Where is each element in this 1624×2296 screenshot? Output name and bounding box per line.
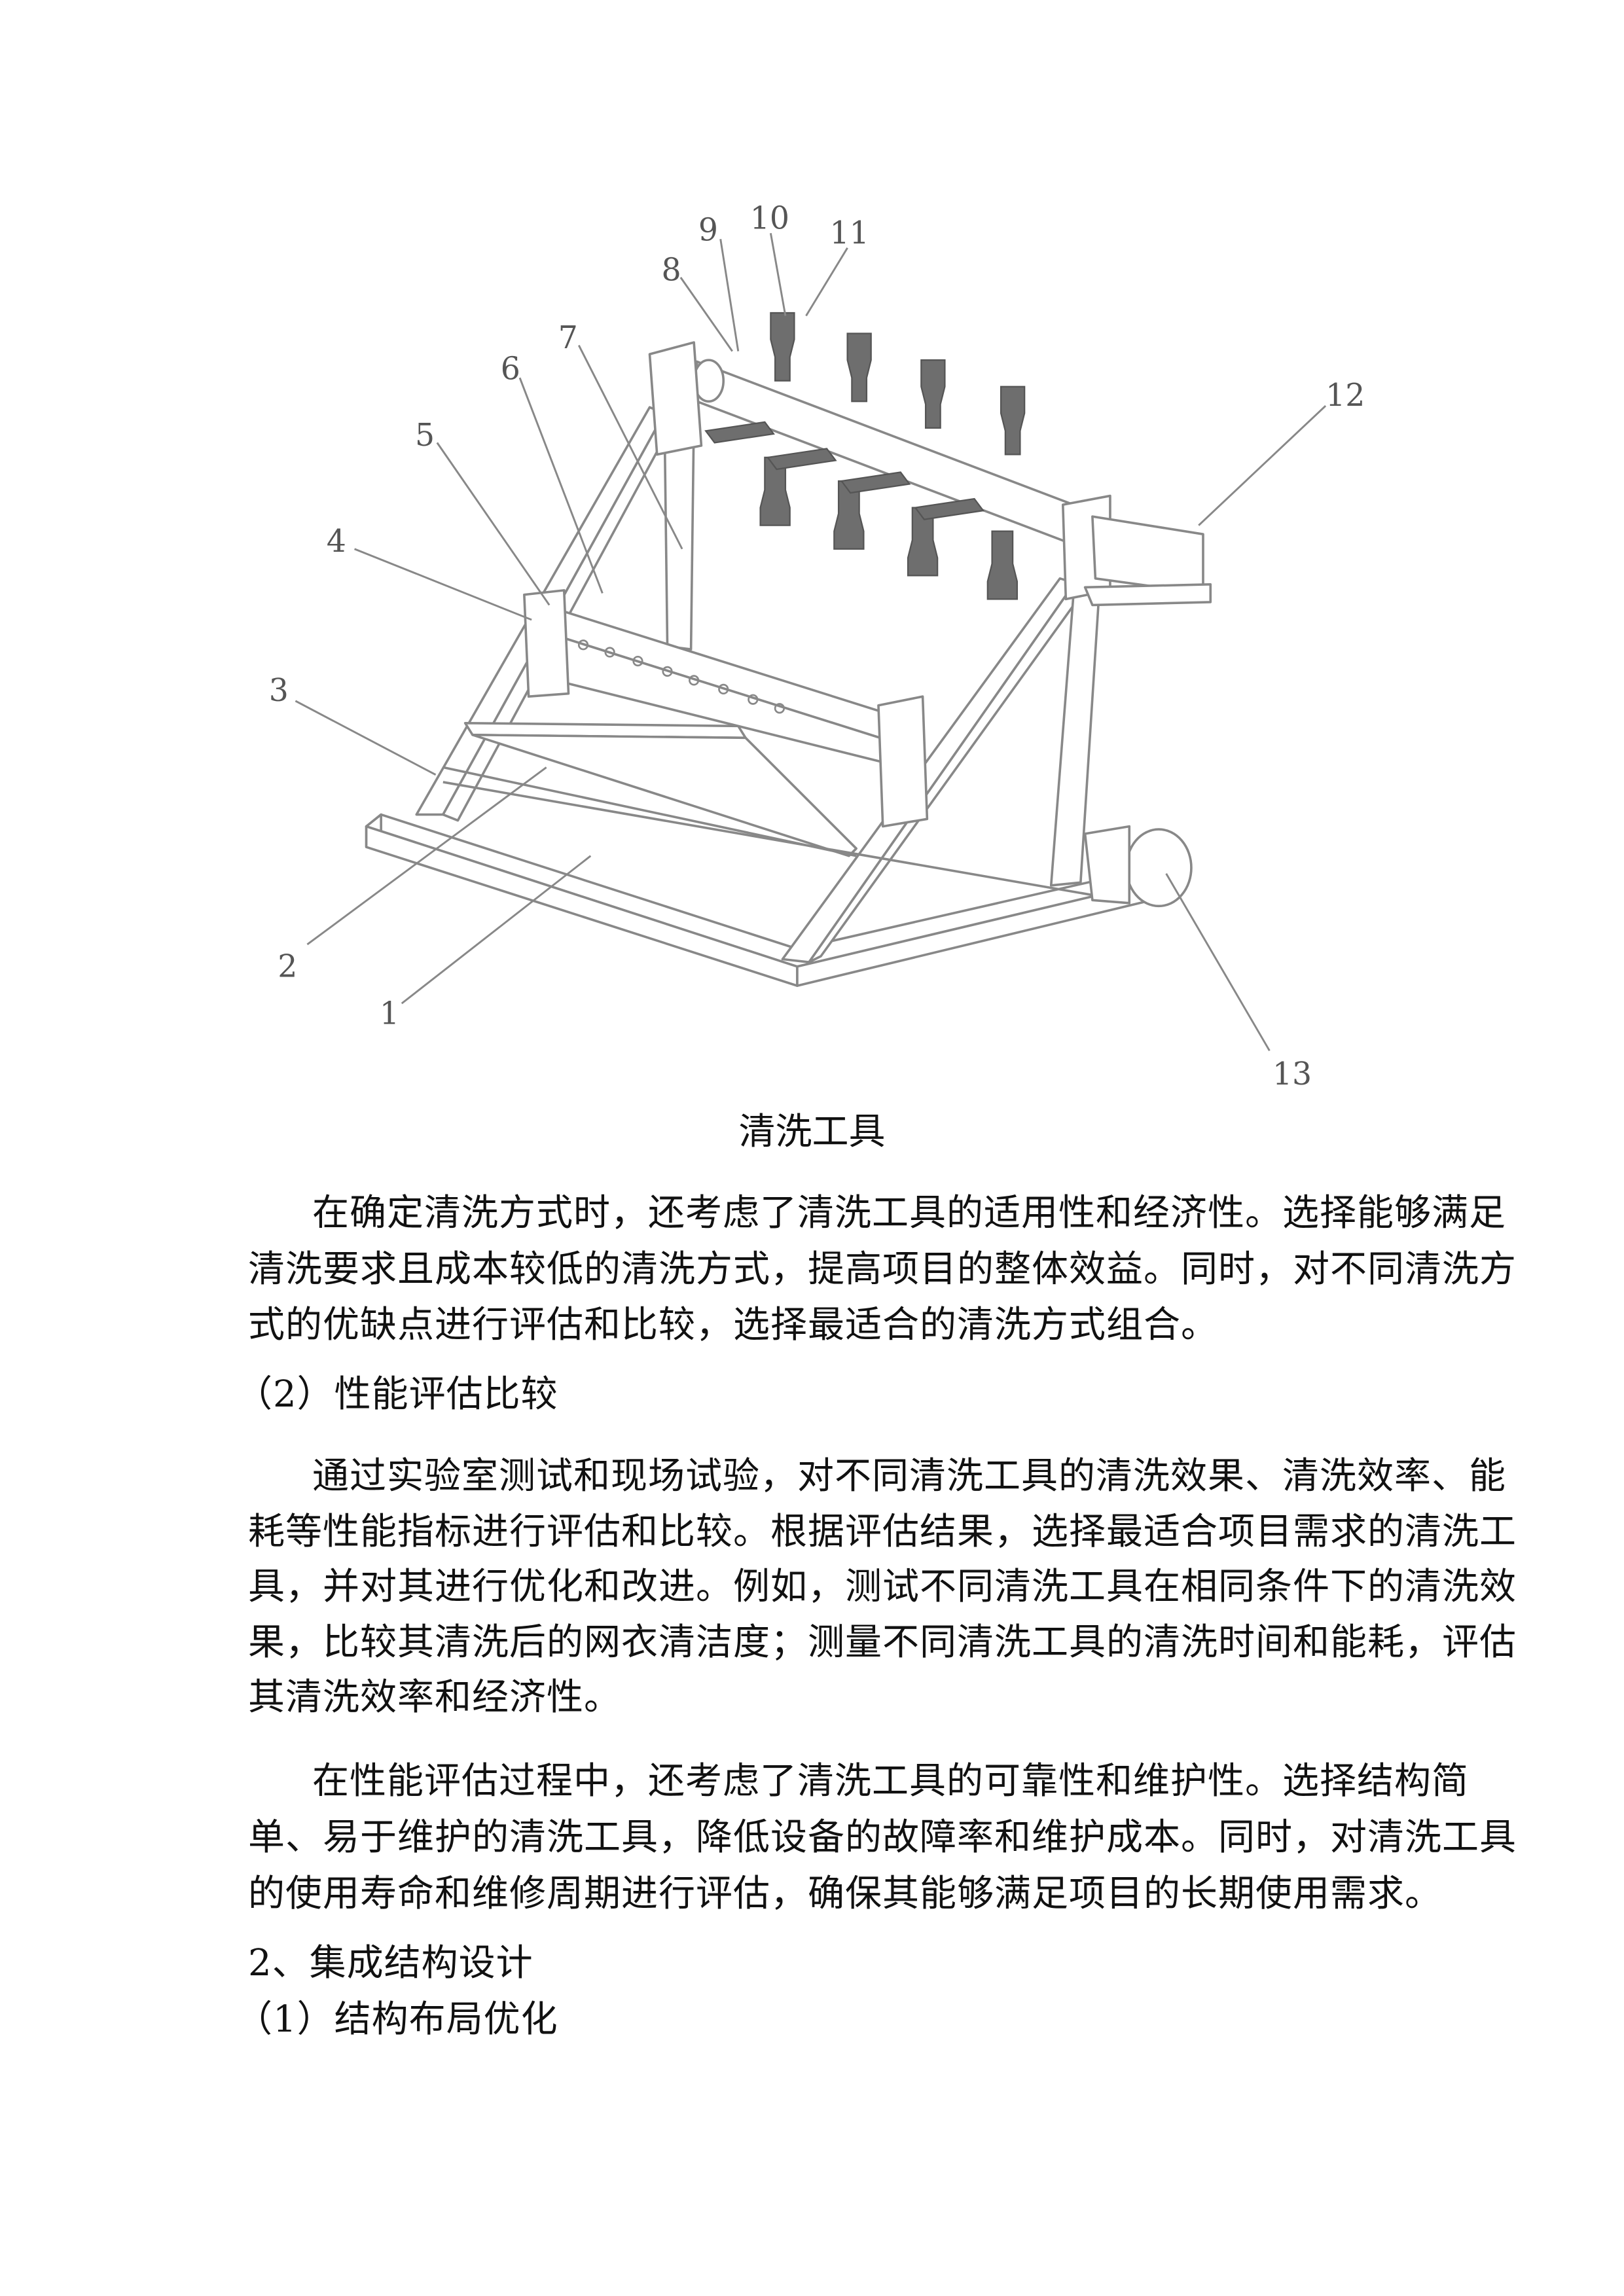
callout-13: 13 <box>1272 1056 1312 1092</box>
callout-7: 7 <box>558 320 578 356</box>
callout-6: 6 <box>501 351 520 387</box>
paragraph-3-line-2: 单、易于维护的清洗工具，降低设备的故障率和维护成本。同时，对清洗工具 <box>248 1816 1517 1859</box>
callout-9: 9 <box>698 213 718 249</box>
heading-performance-evaluation: （2）性能评估比较 <box>236 1373 558 1416</box>
cleaning-tool-diagram: 1 2 3 4 5 6 7 8 9 10 11 12 13 <box>269 200 1365 1092</box>
callout-5: 5 <box>415 418 435 454</box>
callout-4: 4 <box>327 524 346 560</box>
paragraph-1-line-2: 清洗要求且成本较低的清洗方式，提高项目的整体效益。同时，对不同清洗方 <box>248 1248 1517 1291</box>
callout-2: 2 <box>278 949 297 985</box>
heading-integrated-structure-design: 2、集成结构设计 <box>248 1942 533 1984</box>
paragraph-2-line-4: 果，比较其清洗后的网衣清洁度；测量不同清洗工具的清洗时间和能耗，评估 <box>248 1621 1517 1664</box>
paragraph-2-line-2: 耗等性能指标进行评估和比较。根据评估结果，选择最适合项目需求的清洗工 <box>248 1511 1517 1553</box>
callout-3: 3 <box>269 673 289 709</box>
callout-11: 11 <box>830 215 869 251</box>
cleaning-tool-figure: 1 2 3 4 5 6 7 8 9 10 11 12 13 <box>0 0 1624 1113</box>
heading-structure-layout-optimization: （1）结构布局优化 <box>236 1998 558 2041</box>
paragraph-2-line-1: 通过实验室测试和现场试验，对不同清洗工具的清洗效果、清洗效率、能 <box>312 1455 1506 1498</box>
callout-1: 1 <box>380 996 399 1032</box>
paragraph-2-line-5: 其清洗效率和经济性。 <box>248 1676 621 1719</box>
paragraph-1-line-1: 在确定清洗方式时，还考虑了清洗工具的适用性和经济性。选择能够满足 <box>312 1192 1506 1234</box>
paragraph-1-line-3: 式的优缺点进行评估和比较，选择最适合的清洗方式组合。 <box>248 1304 1218 1346</box>
callout-8: 8 <box>662 252 681 288</box>
callout-10: 10 <box>750 200 789 236</box>
callout-12: 12 <box>1326 378 1365 414</box>
paragraph-3-line-1: 在性能评估过程中，还考虑了清洗工具的可靠性和维护性。选择结构简 <box>312 1760 1469 1803</box>
figure-caption: 清洗工具 <box>738 1111 886 1153</box>
paragraph-3-line-3: 的使用寿命和维修周期进行评估，确保其能够满足项目的长期使用需求。 <box>248 1873 1442 1915</box>
paragraph-2-line-3: 具，并对其进行优化和改进。例如，测试不同清洗工具在相同条件下的清洗效 <box>248 1566 1517 1608</box>
